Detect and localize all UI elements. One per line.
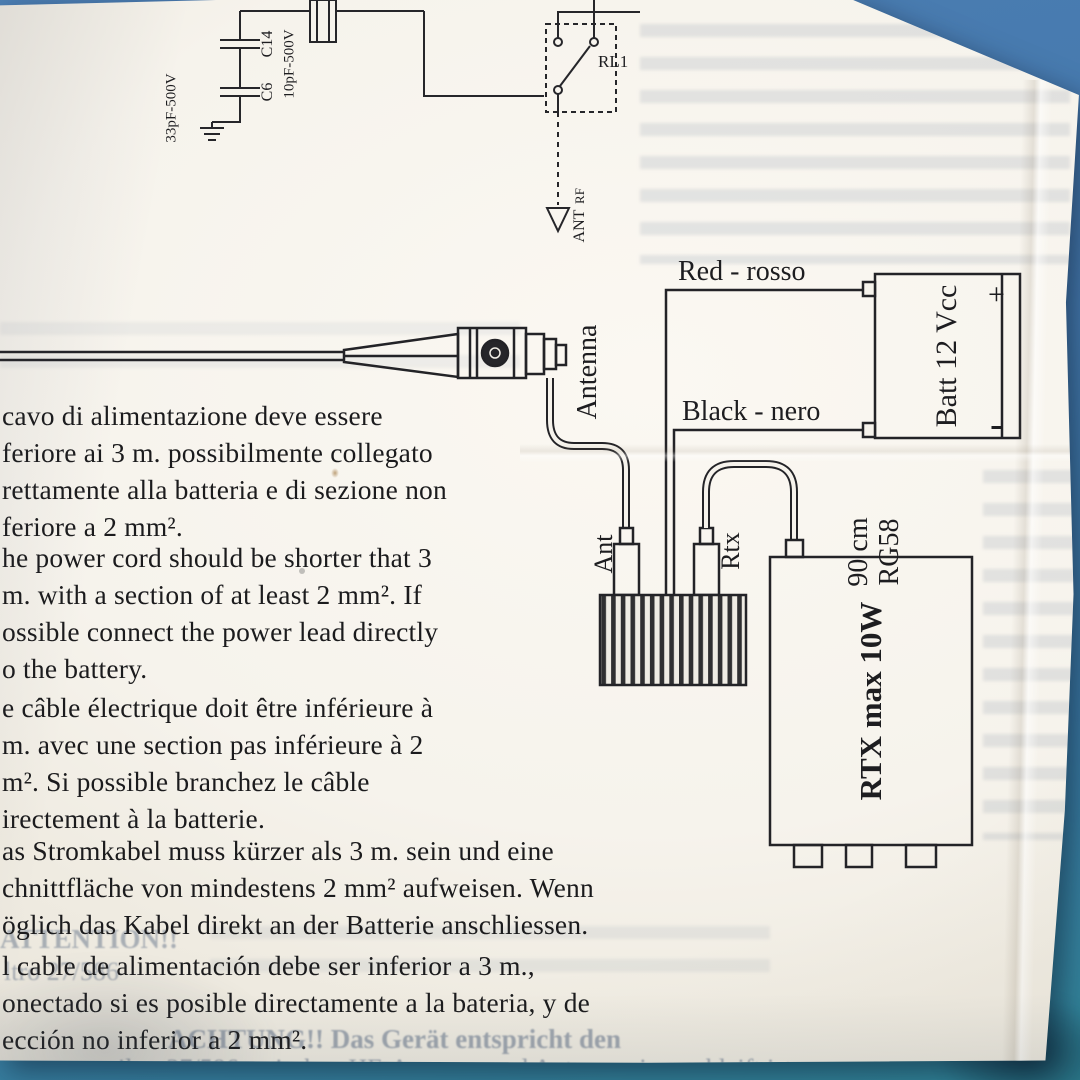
relay-label: RL1 bbox=[598, 52, 629, 71]
top-schematic-drawing bbox=[200, 0, 640, 234]
instructions-french: e câble électrique doit être inférieure … bbox=[2, 689, 433, 837]
black-wire-line bbox=[672, 428, 875, 595]
cable-length-label: 90 cm bbox=[843, 517, 874, 587]
c6-label: C6 bbox=[259, 82, 276, 102]
instruction-line: ossible connect the power lead directly bbox=[2, 616, 439, 647]
instructions-english: he power cord should be shorter that 3 m… bbox=[2, 539, 438, 687]
battery-minus-sign: - bbox=[990, 401, 1004, 446]
instruction-line: m². Si possible branchez le câble bbox=[2, 766, 370, 797]
battery-plus-sign: + bbox=[988, 278, 1005, 311]
instructions-italian: cavo di alimentazione deve essere ferior… bbox=[2, 397, 447, 545]
instruction-line: as Stromkabel muss kürzer als 3 m. sein … bbox=[2, 835, 554, 866]
rtx-port-stub bbox=[698, 526, 715, 546]
c14-label: C14 bbox=[259, 30, 276, 58]
instruction-line: ección no inferior a 2 mm². bbox=[2, 1024, 308, 1055]
transceiver-box bbox=[768, 555, 974, 869]
ant-port-stub bbox=[618, 526, 635, 546]
instruction-line: onectado si es posible directamente a la… bbox=[2, 987, 591, 1018]
instruction-line: l cable de alimentación debe ser inferio… bbox=[2, 950, 535, 981]
instruction-line: irectement à la batterie. bbox=[2, 803, 266, 834]
ant-port-label: Ant bbox=[589, 534, 618, 574]
red-wire-line bbox=[664, 288, 875, 595]
red-wire-label: Red - rosso bbox=[678, 256, 806, 287]
amplifier-label: RTX max 10W bbox=[853, 601, 888, 801]
instruction-line: cavo di alimentazione deve essere bbox=[2, 400, 383, 431]
antenna-connector-drawing bbox=[0, 326, 568, 380]
rf-label: RF bbox=[572, 188, 587, 204]
battery-label: Batt 12 Vcc bbox=[930, 284, 963, 428]
paper-stain bbox=[331, 468, 339, 478]
black-wire-label: Black - nero bbox=[682, 396, 821, 427]
instruction-line: öglich das Kabel direkt an der Batterie … bbox=[2, 909, 589, 940]
paper-speck bbox=[299, 568, 305, 574]
connection-diagram-drawing bbox=[0, 272, 1022, 869]
ant-arrow-label: ANT bbox=[571, 209, 588, 243]
instruction-line: feriore ai 3 m. possibilmente collegato bbox=[2, 437, 433, 468]
bleedthrough-bottom-band bbox=[210, 926, 770, 986]
instruction-line: feriore a 2 mm². bbox=[2, 511, 183, 542]
instruction-line: m. with a section of at least 2 mm². If bbox=[2, 579, 423, 610]
bleedthrough-filter-line-text: ilter 27/586 zwischen HF-Ausgang und Ant… bbox=[118, 1054, 799, 1080]
instruction-line: he power cord should be shorter that 3 bbox=[2, 542, 432, 573]
cable-type-label: RG58 bbox=[874, 518, 905, 586]
instruction-line: m. avec une section pas inférieure à 2 bbox=[2, 729, 424, 760]
rtx-box-port bbox=[784, 538, 805, 559]
c14-value-label: 10pF-500V bbox=[281, 29, 298, 99]
amplifier-heatsink bbox=[598, 593, 748, 687]
instruction-line: o the battery. bbox=[2, 653, 148, 684]
instruction-line: chnittfläche von mindestens 2 mm² aufwei… bbox=[2, 872, 594, 903]
rtx-port-label: Rtx bbox=[716, 532, 745, 570]
bleedthrough-attention-text: ATTENTION!! bbox=[0, 924, 179, 954]
instructions-german: as Stromkabel muss kürzer als 3 m. sein … bbox=[2, 832, 594, 943]
instruction-line: e câble électrique doit être inférieure … bbox=[2, 692, 434, 723]
antenna-label: Antenna bbox=[572, 324, 603, 420]
bleedthrough-filtre-text: ltro 27/586 bbox=[4, 957, 119, 986]
instructions-spanish: l cable de alimentación debe ser inferio… bbox=[2, 947, 590, 1058]
bleedthrough-top-right bbox=[640, 24, 1070, 264]
bleedthrough-achtung-text: ACHTUNG!! Das Gerät entspricht den bbox=[168, 1024, 621, 1054]
instruction-line: rettamente alla batteria e di sezione no… bbox=[2, 474, 447, 505]
c6-value-label: 33pF-500V bbox=[163, 73, 180, 143]
rtx-cable-outline bbox=[702, 460, 798, 540]
